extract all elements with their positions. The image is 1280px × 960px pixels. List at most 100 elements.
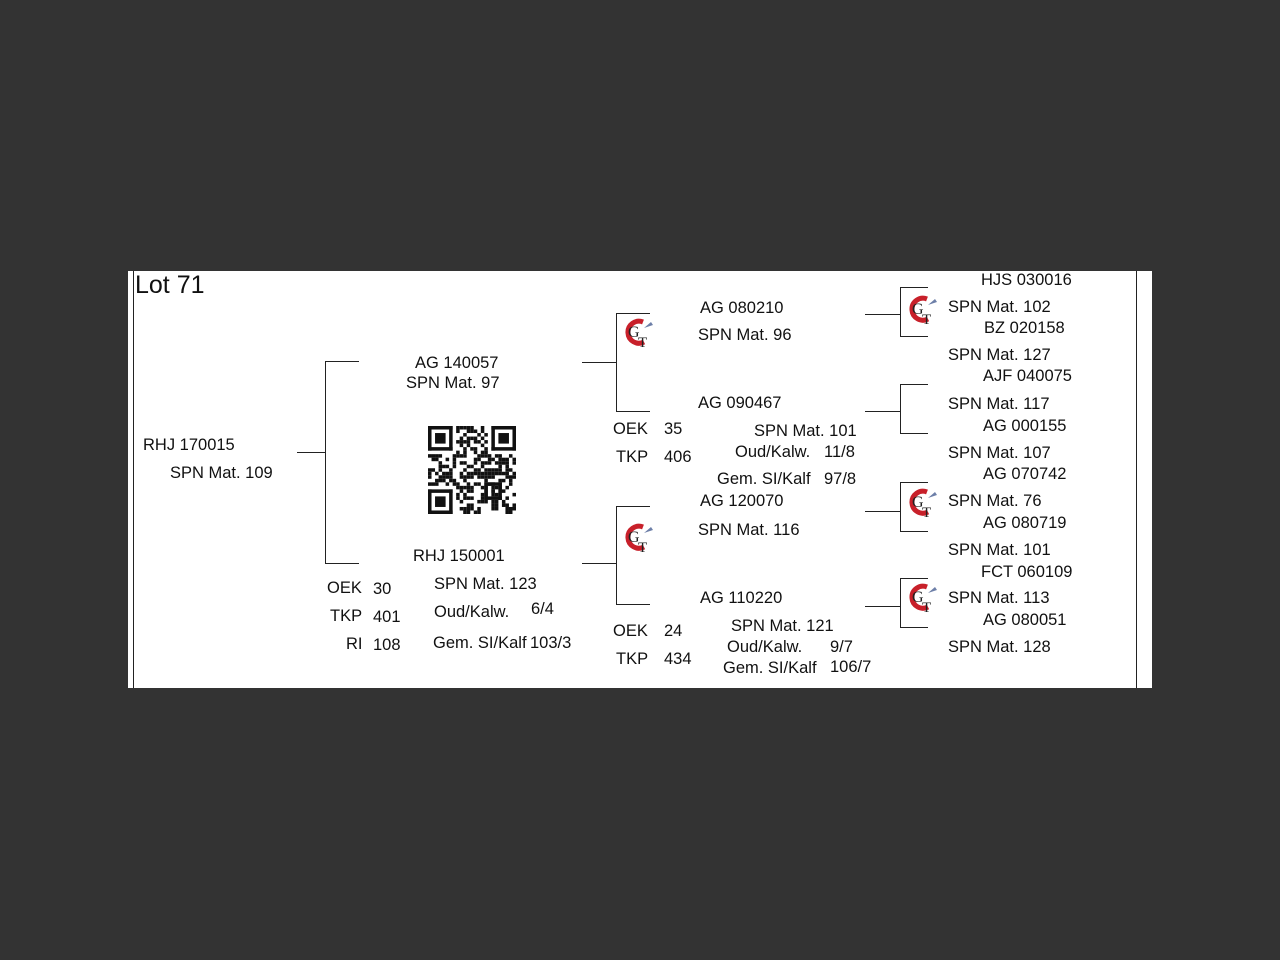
sd-gem-label: Gem. SI/Kalf: [717, 470, 811, 488]
bracket-line: [297, 452, 325, 453]
svg-text:G: G: [628, 324, 640, 341]
dam-spn: SPN Mat. 123: [434, 575, 537, 593]
bracket-line: [900, 287, 901, 336]
bracket-line: [325, 361, 326, 564]
svg-text:G: G: [912, 494, 924, 511]
ggp-7-spn: SPN Mat. 113: [948, 589, 1050, 607]
dd-tkp-value: 434: [664, 650, 692, 668]
dam-gem-value: 103/3: [530, 634, 572, 652]
svg-text:T: T: [638, 540, 647, 556]
ggp-1-spn: SPN Mat. 102: [948, 298, 1051, 316]
lot-title: Lot 71: [135, 271, 205, 299]
bracket-line: [616, 313, 617, 411]
subject-spn: SPN Mat. 109: [170, 464, 273, 482]
dam-oud-value: 6/4: [531, 600, 554, 618]
ggp-2-id: BZ 020158: [984, 319, 1065, 337]
sd-oud-label: Oud/Kalw.: [735, 443, 811, 461]
bracket-line: [616, 313, 650, 314]
dam-tkp-value: 401: [373, 608, 401, 626]
bracket-line: [900, 627, 928, 628]
dam-tkp-label: TKP: [330, 607, 363, 625]
pedigree-document: Lot 71 RHJ 170015 SPN Mat. 109 AG 140057…: [128, 271, 1152, 688]
dd-oud-value: 9/7: [830, 638, 853, 656]
dd-oek-label: OEK: [613, 622, 648, 640]
sd-tkp-label: TKP: [616, 448, 649, 466]
ggp-2-spn: SPN Mat. 127: [948, 346, 1051, 364]
sire-spn: SPN Mat. 97: [406, 374, 500, 392]
bracket-line: [582, 563, 616, 564]
subject-id: RHJ 170015: [143, 436, 235, 454]
ggp-6-id: AG 080719: [983, 514, 1067, 532]
gt-logo-icon: G T: [625, 523, 653, 556]
bracket-line: [616, 604, 650, 605]
bracket-line: [900, 384, 901, 433]
bracket-line: [325, 563, 359, 564]
svg-text:T: T: [922, 505, 931, 521]
sd-oek-label: OEK: [613, 420, 648, 438]
ggp-8-id: AG 080051: [983, 611, 1067, 629]
sd-oud-value: 11/8: [824, 443, 855, 461]
dd-tkp-label: TKP: [616, 650, 649, 668]
ggp-8-spn: SPN Mat. 128: [948, 638, 1051, 656]
ggp-5-id: AG 070742: [983, 465, 1067, 483]
svg-text:T: T: [922, 312, 931, 328]
sd-spn: SPN Mat. 101: [754, 422, 857, 440]
sire-id: AG 140057: [415, 354, 499, 372]
dam-oud-label: Oud/Kalw.: [434, 603, 510, 621]
bracket-line: [325, 361, 359, 362]
bracket-line: [900, 336, 928, 337]
gt-logo-icon: G T: [909, 295, 937, 328]
svg-text:G: G: [912, 589, 924, 606]
bracket-line: [900, 384, 928, 385]
ggp-6-spn: SPN Mat. 101: [948, 541, 1051, 559]
bracket-line: [616, 411, 650, 412]
ggp-3-spn: SPN Mat. 117: [948, 395, 1050, 413]
sd-tkp-value: 406: [664, 448, 692, 466]
dd-oud-label: Oud/Kalw.: [727, 638, 803, 656]
bracket-line: [616, 506, 617, 604]
bracket-line: [582, 362, 616, 363]
qr-code-icon: [428, 426, 516, 514]
bracket-line: [900, 531, 928, 532]
bracket-line: [900, 287, 928, 288]
svg-text:G: G: [628, 529, 640, 546]
ss-id: AG 080210: [700, 299, 784, 317]
ggp-1-id: HJS 030016: [981, 271, 1072, 289]
gt-logo-icon: G T: [909, 583, 937, 616]
page-border-left: [133, 271, 134, 688]
ggp-3-id: AJF 040075: [983, 367, 1072, 385]
dd-id: AG 110220: [700, 589, 783, 607]
dd-gem-label: Gem. SI/Kalf: [723, 659, 817, 677]
bracket-line: [900, 433, 928, 434]
ggp-4-spn: SPN Mat. 107: [948, 444, 1051, 462]
bracket-line: [900, 482, 901, 531]
gt-logo-icon: G T: [909, 488, 937, 521]
svg-text:G: G: [912, 301, 924, 318]
bracket-line: [865, 411, 900, 412]
ggp-4-id: AG 000155: [983, 417, 1067, 435]
dam-ri-value: 108: [373, 636, 401, 654]
bracket-line: [865, 606, 900, 607]
dd-spn: SPN Mat. 121: [731, 617, 834, 635]
dam-oek-label: OEK: [327, 579, 362, 597]
dd-oek-value: 24: [664, 622, 683, 640]
gt-logo-icon: G T: [625, 318, 653, 351]
dam-id: RHJ 150001: [413, 547, 505, 565]
ds-spn: SPN Mat. 116: [698, 521, 800, 539]
bracket-line: [900, 482, 928, 483]
sd-gem-value: 97/8: [824, 470, 857, 488]
sd-oek-value: 35: [664, 420, 683, 438]
sd-id: AG 090467: [698, 394, 782, 412]
page-border-right: [1136, 271, 1137, 688]
bracket-line: [865, 314, 900, 315]
ggp-5-spn: SPN Mat. 76: [948, 492, 1042, 510]
dam-gem-label: Gem. SI/Kalf: [433, 634, 527, 652]
bracket-line: [900, 578, 928, 579]
svg-text:T: T: [922, 600, 931, 616]
bracket-line: [616, 506, 650, 507]
dam-ri-label: RI: [346, 635, 363, 653]
ggp-7-id: FCT 060109: [981, 563, 1073, 581]
ds-id: AG 120070: [700, 492, 784, 510]
bracket-line: [900, 578, 901, 627]
bracket-line: [865, 511, 900, 512]
